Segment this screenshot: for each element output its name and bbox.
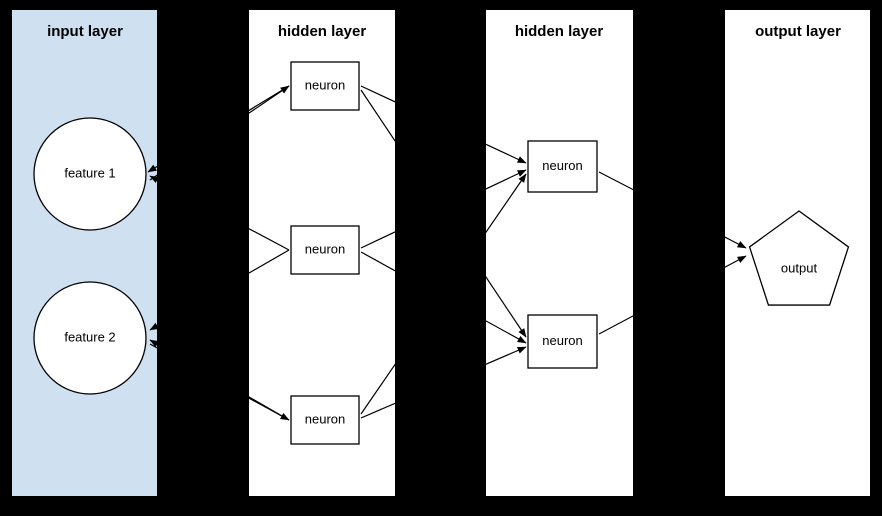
node-label-hidden1-neuron-2: neuron <box>305 241 345 256</box>
node-rect-hidden1-neuron-1 <box>290 61 360 111</box>
node-label-hidden1-neuron-3: neuron <box>305 411 345 426</box>
node-circle-feature-2 <box>33 281 147 395</box>
layer-title-hidden-2: hidden layer <box>515 23 604 40</box>
edge-hidden1-neuron-1-to-hidden2-neuron-2 <box>360 89 527 338</box>
layer-title-output: output layer <box>755 23 841 40</box>
node-rect-hidden2-neuron-1 <box>527 140 598 193</box>
edge-hidden2-neuron-2-to-output-node <box>598 255 747 335</box>
layer-title-input: input layer <box>47 23 123 40</box>
node-hidden1-neuron-1[interactable]: neuron <box>290 61 360 111</box>
node-rect-hidden2-neuron-2 <box>527 314 598 369</box>
node-pentagon-output-node <box>748 210 850 306</box>
edge-hidden1-neuron-3-to-hidden2-neuron-2 <box>360 346 527 419</box>
edge-hidden1-neuron-1-to-hidden2-neuron-1 <box>360 85 527 164</box>
connection-edges <box>147 85 747 421</box>
node-feature-1[interactable]: feature 1 <box>33 117 147 231</box>
node-label-hidden1-neuron-1: neuron <box>305 77 345 92</box>
node-circle-feature-1 <box>33 117 147 231</box>
edge-feature-1b-to-hidden1-neuron-1 <box>149 85 290 181</box>
layer-title-hidden-1: hidden layer <box>278 23 367 40</box>
node-output-node[interactable]: output <box>748 210 850 306</box>
node-hidden1-neuron-2[interactable]: neuron <box>290 225 360 275</box>
node-label-feature-1: feature 1 <box>64 165 115 180</box>
edge-hidden1-neuron-2-to-feature-1 <box>149 175 290 251</box>
layer-titles: input layer hidden layer hidden layer outpu… <box>47 23 841 40</box>
node-hidden2-neuron-2[interactable]: neuron <box>527 314 598 369</box>
node-label-hidden2-neuron-1: neuron <box>542 158 582 173</box>
node-rect-hidden1-neuron-2 <box>290 225 360 275</box>
edge-hidden1-neuron-2-to-hidden2-neuron-1 <box>360 169 527 249</box>
edge-hidden1-neuron-2-to-feature-2 <box>149 249 290 331</box>
edge-hidden2-neuron-1-to-output-node <box>598 171 747 249</box>
edge-feature-2b-to-hidden1-neuron-3 <box>149 343 290 421</box>
node-rect-hidden1-neuron-3 <box>290 395 360 445</box>
node-hidden2-neuron-1[interactable]: neuron <box>527 140 598 193</box>
node-feature-2[interactable]: feature 2 <box>33 281 147 395</box>
node-hidden1-neuron-3[interactable]: neuron <box>290 395 360 445</box>
edge-hidden1-neuron-2-to-hidden2-neuron-2 <box>360 251 527 344</box>
layer-nodes: feature 1 feature 2 neuron neuron neuron neur… <box>33 61 850 445</box>
edge-hidden1-neuron-3-to-hidden2-neuron-1 <box>360 173 527 415</box>
edge-hidden1-neuron-1-to-feature-1 <box>147 85 290 173</box>
node-label-feature-2: feature 2 <box>64 329 115 344</box>
layer-panel-input <box>12 10 157 496</box>
node-label-output-node: output <box>781 260 818 275</box>
layer-panel-hidden-2 <box>486 10 633 496</box>
node-label-hidden2-neuron-2: neuron <box>542 333 582 348</box>
